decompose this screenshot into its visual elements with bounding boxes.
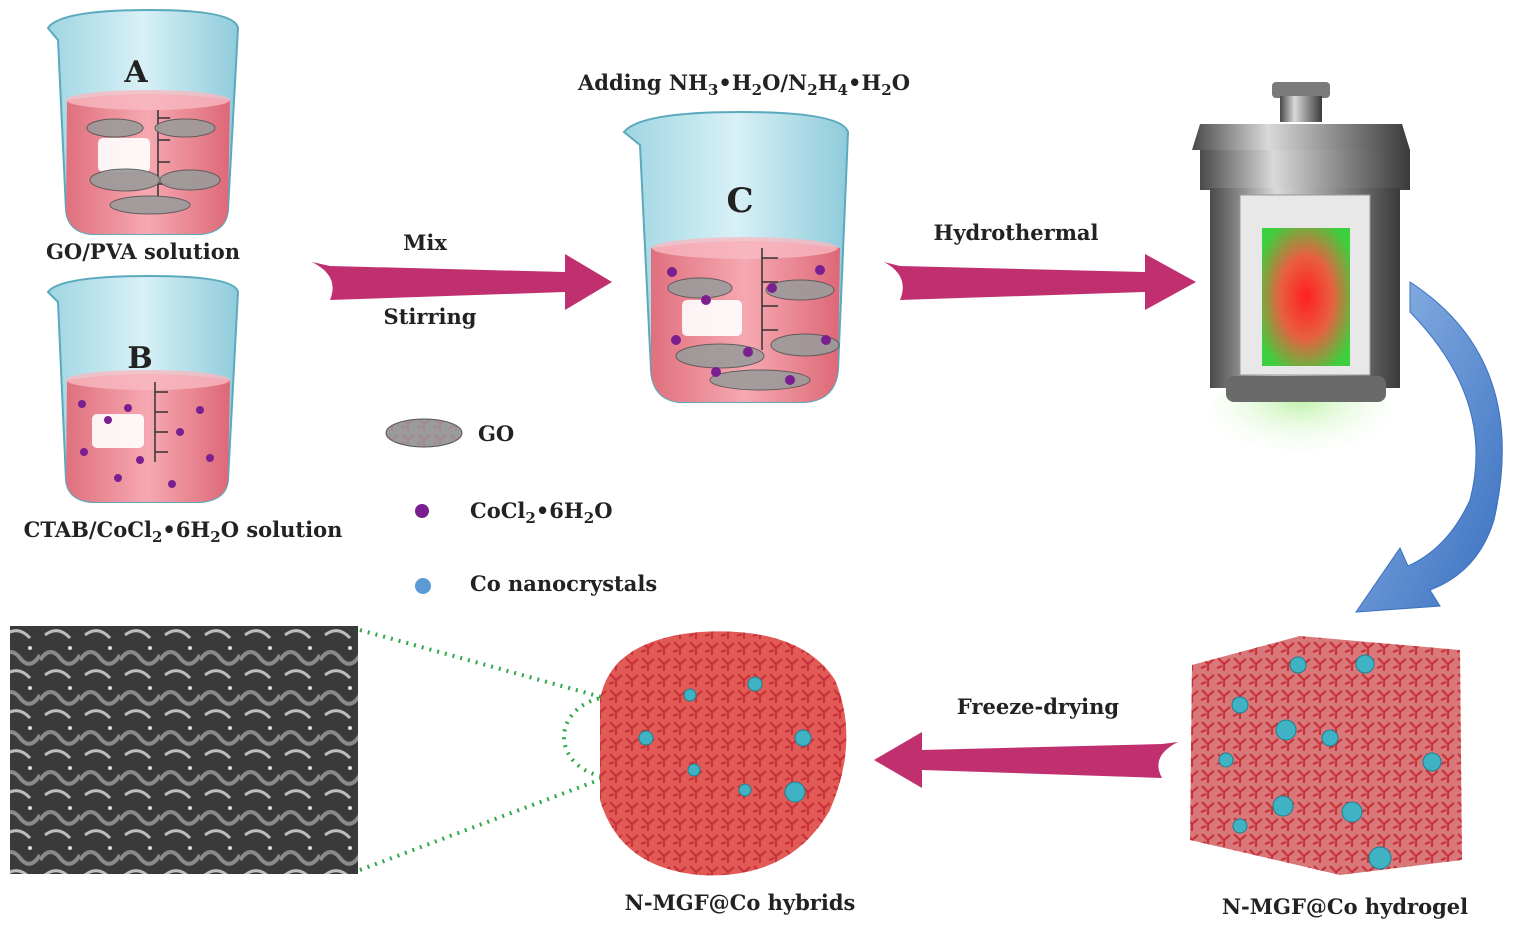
beaker-c-caption: Adding NH3•H2O/N2H4•H2O	[577, 70, 910, 99]
legend-cocl2-label: CoCl2•6H2O	[470, 498, 612, 527]
sem-image	[10, 626, 358, 874]
beaker-a: A	[46, 8, 240, 235]
beaker-b-letter: B	[127, 341, 152, 376]
legend-co-label: Co nanocrystals	[470, 571, 657, 596]
curved-arrow	[1354, 281, 1503, 613]
beaker-b-caption: CTAB/CoCl2•6H2O solution	[24, 517, 343, 546]
mix-arrow	[312, 254, 612, 310]
legend-go-icon	[385, 418, 463, 448]
stirring-label: Stirring	[384, 304, 477, 329]
beaker-a-caption: GO/PVA solution	[46, 239, 240, 264]
hydrogel-label: N-MGF@Co hydrogel	[1222, 894, 1468, 919]
beaker-a-letter: A	[123, 55, 148, 90]
legend-cocl2-dot	[415, 504, 429, 518]
cocl2-particles	[78, 400, 214, 488]
legend-go-label: GO	[478, 421, 514, 446]
hydrogel-network	[1190, 636, 1462, 875]
beaker-b: B	[46, 274, 240, 503]
legend-co-dot	[415, 578, 431, 594]
go-sheets	[86, 118, 221, 215]
freeze-drying-label: Freeze-drying	[957, 694, 1120, 719]
legend: GO CoCl2•6H2O Co nanocrystals	[385, 418, 657, 596]
beaker-c-letter: C	[726, 181, 753, 221]
autoclave	[1192, 82, 1410, 470]
hydrothermal-arrow	[884, 254, 1196, 310]
hydrothermal-label: Hydrothermal	[934, 220, 1099, 245]
beaker-c: C	[622, 110, 850, 403]
mix-label: Mix	[403, 230, 447, 255]
hybrids-network	[600, 631, 847, 876]
hybrids-label: N-MGF@Co hybrids	[625, 890, 856, 915]
freeze-drying-arrow	[874, 732, 1178, 788]
